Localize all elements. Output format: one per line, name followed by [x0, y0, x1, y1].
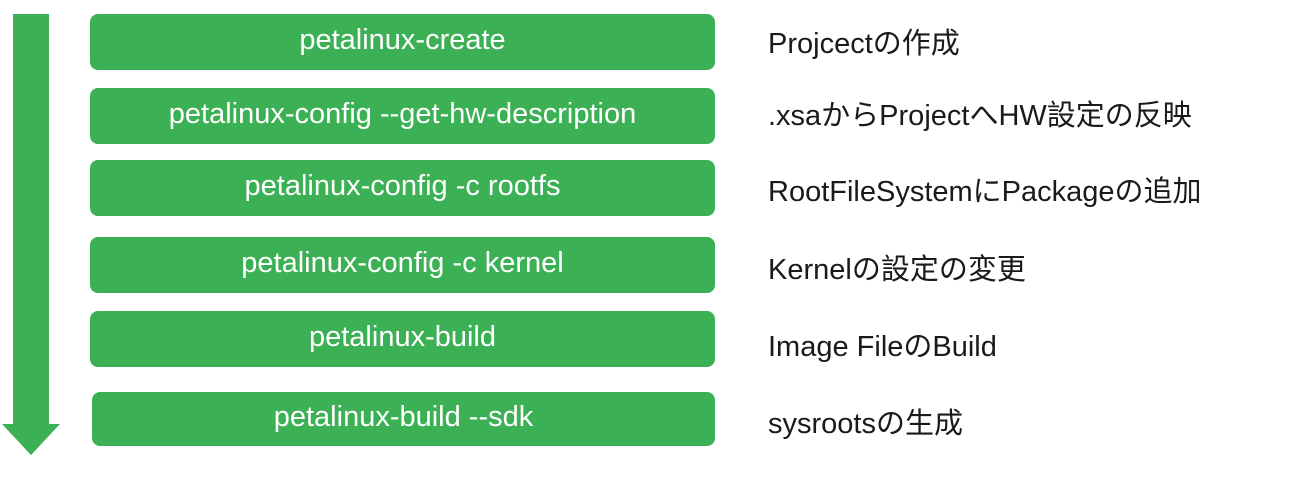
step-description-config-rootfs: RootFileSystemにPackageの追加 — [768, 176, 1202, 208]
step-box-create: petalinux-create — [90, 14, 715, 70]
step-box-build-sdk: petalinux-build --sdk — [92, 392, 715, 446]
flow-arrow-head-icon — [2, 424, 60, 455]
step-box-config-rootfs: petalinux-config -c rootfs — [90, 160, 715, 216]
flow-arrow-shaft — [13, 14, 49, 426]
step-description-build: Image FileのBuild — [768, 331, 997, 363]
step-description-create: Projcectの作成 — [768, 28, 960, 60]
step-box-build: petalinux-build — [90, 311, 715, 367]
step-box-config-kernel: petalinux-config -c kernel — [90, 237, 715, 293]
step-box-config-hw: petalinux-config --get-hw-description — [90, 88, 715, 144]
step-description-config-kernel: Kernelの設定の変更 — [768, 254, 1026, 286]
step-description-config-hw: .xsaからProjectへHW設定の反映 — [768, 100, 1192, 132]
step-description-build-sdk: sysrootsの生成 — [768, 408, 963, 440]
